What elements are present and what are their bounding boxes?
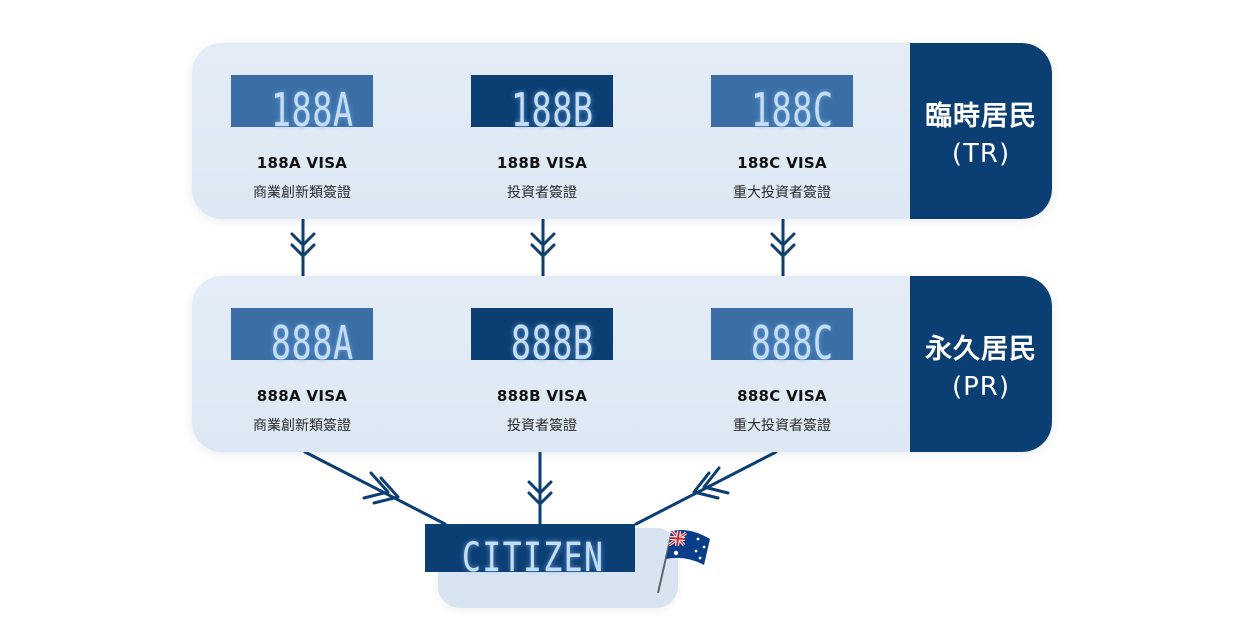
visa-title: 188C VISA xyxy=(737,154,827,172)
visa-description: 投資者簽證 xyxy=(507,185,577,201)
visa-description: 重大投資者簽證 xyxy=(733,185,831,201)
visa-card-888b[interactable]: 888B 888B VISA 投資者簽證 xyxy=(442,284,642,444)
visa-description: 重大投資者簽證 xyxy=(733,418,831,434)
arrow-888b-to-citizen xyxy=(527,450,553,526)
visa-title: 888C VISA xyxy=(737,387,827,405)
visa-card-188c[interactable]: 188C 188C VISA 重大投資者簽證 xyxy=(682,51,882,211)
visa-card-188b[interactable]: 188B 188B VISA 投資者簽證 xyxy=(442,51,642,211)
tier-tag-tr: 臨時居民 (TR) xyxy=(910,43,1052,219)
visa-card-188a[interactable]: 188A 188A VISA 商業創新類簽證 xyxy=(202,51,402,211)
arrow-188b-to-888b xyxy=(530,217,556,278)
visa-code: 888C xyxy=(751,316,834,370)
arrow-888a-to-citizen xyxy=(303,450,447,526)
visa-badge: 188C xyxy=(711,75,853,137)
visa-badge: 888B xyxy=(471,308,613,370)
tier-tag-pr: 永久居民 (PR) xyxy=(910,276,1052,452)
australia-flag-icon xyxy=(657,530,710,594)
tier-label-en: (PR) xyxy=(951,371,1011,402)
tier-label-cn: 永久居民 xyxy=(925,333,1037,365)
badge-bar xyxy=(471,308,613,360)
permanent-residence-row: 888A 888A VISA 商業創新類簽證 888B 888B VISA 投資… xyxy=(192,276,1052,452)
tier-label-en: (TR) xyxy=(951,138,1011,169)
visa-code: 188B xyxy=(511,83,594,137)
arrow-188a-to-888a xyxy=(290,217,316,278)
visa-code: 888A xyxy=(271,316,354,370)
badge-bar xyxy=(231,308,373,360)
visa-code: 188A xyxy=(271,83,354,137)
visa-title: 188B VISA xyxy=(496,154,588,172)
visa-card-888c[interactable]: 888C 888C VISA 重大投資者簽證 xyxy=(682,284,882,444)
visa-badge: 888A xyxy=(231,308,373,370)
visa-description: 商業創新類簽證 xyxy=(253,185,351,201)
visa-title: 888B VISA xyxy=(496,387,588,405)
visa-title: 888A VISA xyxy=(256,387,348,405)
visa-card-888a[interactable]: 888A 888A VISA 商業創新類簽證 xyxy=(202,284,402,444)
temporary-residence-row: 188A 188A VISA 商業創新類簽證 188B 188B VISA 投資… xyxy=(192,43,1052,219)
arrow-188c-to-888c xyxy=(770,217,796,278)
visa-title: 188A VISA xyxy=(256,154,348,172)
visa-code: 188C xyxy=(751,83,834,137)
visa-badge: 188A xyxy=(231,75,373,137)
badge-bar xyxy=(471,75,613,127)
badge-bar xyxy=(711,308,853,360)
visa-description: 投資者簽證 xyxy=(507,418,577,434)
visa-badge: 888C xyxy=(711,308,853,370)
visa-code: 888B xyxy=(511,316,594,370)
arrow-888c-to-citizen xyxy=(634,450,778,526)
badge-bar xyxy=(231,75,373,127)
visa-badge: 188B xyxy=(471,75,613,137)
tier-label-cn: 臨時居民 xyxy=(925,100,1037,132)
citizen-badge[interactable] xyxy=(425,524,635,572)
visa-description: 商業創新類簽證 xyxy=(253,418,351,434)
badge-bar xyxy=(711,75,853,127)
citizen-label: CITIZEN xyxy=(462,535,605,581)
